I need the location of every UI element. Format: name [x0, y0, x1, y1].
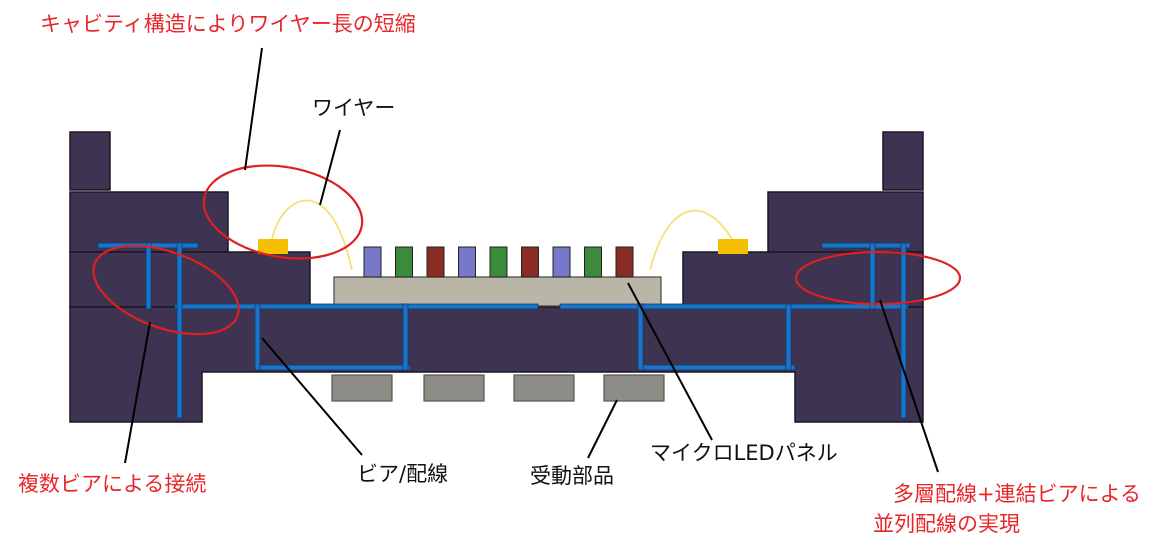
micro-led-red — [426, 246, 445, 278]
micro-led-green — [584, 246, 602, 278]
parallel-wiring-highlight-circle — [794, 250, 962, 306]
leader-via-wiring — [261, 337, 363, 456]
micro-led-panel — [333, 276, 662, 307]
micro-led-red — [615, 246, 634, 278]
passive-components — [331, 374, 665, 402]
bottom-wiring-right — [639, 364, 796, 371]
micro-led-green — [489, 246, 508, 278]
highlight-circles — [92, 164, 962, 336]
passive-component-4 — [603, 374, 665, 402]
main-wiring-left — [174, 303, 539, 310]
via-left-1 — [145, 242, 152, 310]
right-upper-block — [767, 191, 924, 253]
wire-label: ワイヤー — [312, 96, 396, 120]
wire-bond-pad-right — [718, 239, 748, 254]
leader-multi-via — [124, 321, 151, 464]
right-step — [682, 251, 924, 308]
via-left-2 — [176, 242, 183, 419]
parallel-wiring-annotation-line2: 並列配線の実現 — [873, 512, 1020, 536]
left-post — [69, 131, 111, 191]
passive-component-3 — [513, 374, 575, 402]
left-step — [69, 251, 311, 308]
wire-bond-pad-left — [258, 239, 288, 254]
passive-label: 受動部品 — [530, 464, 614, 488]
passive-component-1 — [331, 374, 393, 402]
micro-led-green — [395, 246, 413, 278]
micro-led-red — [521, 246, 539, 278]
micro-led-blue — [363, 246, 382, 278]
cavity-highlight-circle — [202, 164, 364, 260]
cavity-annotation: キャビティ構造によりワイヤー長の短縮 — [40, 12, 416, 36]
substrate — [69, 131, 924, 423]
via-mid-2 — [402, 303, 409, 371]
via-mid-1 — [254, 303, 261, 371]
micro-led-blue — [458, 246, 476, 278]
via-mid-3 — [637, 303, 644, 371]
micro-led-blue — [552, 246, 571, 278]
leader-micro-led — [627, 282, 713, 441]
leader-cavity — [244, 47, 263, 171]
micro-led-array — [363, 246, 634, 278]
main-wiring-right — [559, 303, 909, 310]
via-right-1 — [869, 242, 876, 310]
right-post — [882, 131, 924, 191]
left-upper-block — [69, 191, 229, 253]
multi-via-annotation: 複数ビアによる接続 — [18, 472, 207, 496]
lower-body — [69, 306, 924, 423]
top-wiring-right — [821, 242, 911, 249]
via-wiring-label: ビア/配線 — [357, 462, 449, 486]
via-right-2 — [900, 242, 907, 419]
micro-led-label: マイクロLEDパネル — [650, 441, 838, 465]
leader-wire — [319, 129, 341, 206]
leader-parallel — [879, 299, 939, 473]
via-mid-4 — [785, 303, 792, 371]
bottom-wiring-left — [254, 364, 411, 371]
multi-via-highlight-circle — [92, 244, 240, 336]
parallel-wiring-annotation-line1: 多層配線+連結ビアによる — [893, 482, 1141, 506]
leader-lines — [124, 47, 939, 473]
bond-wire-left — [271, 199, 353, 271]
bond-wire-right — [649, 209, 733, 271]
leader-passive — [587, 399, 618, 459]
passive-component-2 — [423, 374, 485, 402]
